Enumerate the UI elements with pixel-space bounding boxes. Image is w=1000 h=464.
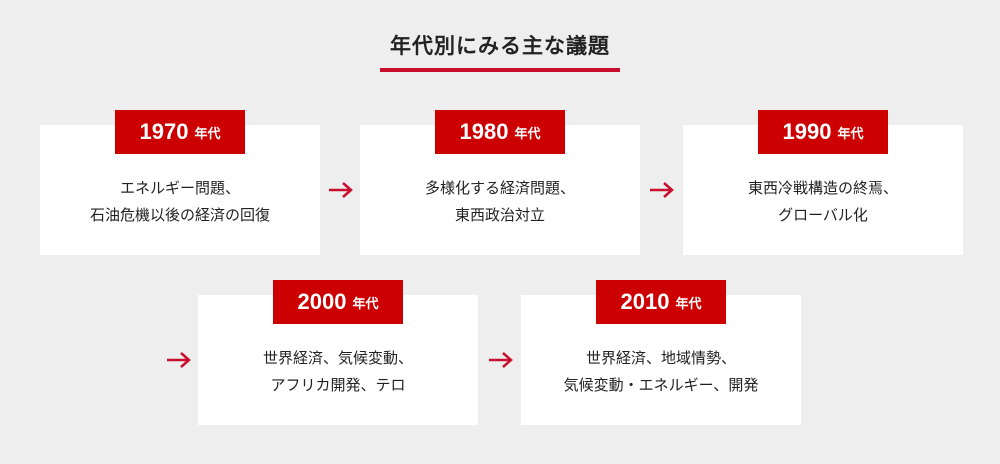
description-line-1: 世界経済、地域情勢、: [585, 349, 736, 367]
description-line-1: エネルギー問題、: [119, 179, 240, 197]
decade-year: 2000: [297, 289, 347, 314]
description-line-1: 世界経済、気候変動、: [262, 349, 413, 367]
arrow-right-icon: [650, 182, 674, 198]
decade-label-1990: 1990 年代: [758, 110, 888, 154]
decade-label-1980: 1980 年代: [435, 110, 565, 154]
description-line-1: 多様化する経済問題、: [424, 179, 575, 197]
description-line-2: グローバル化: [778, 206, 868, 224]
description-line-2: 気候変動・エネルギー、開発: [563, 376, 759, 394]
arrow-right-icon: [167, 352, 191, 368]
decade-year: 2010: [620, 289, 670, 314]
page-title: 年代別にみる主な議題: [390, 34, 610, 58]
decade-card-1980: 多様化する経済問題、 東西政治対立: [360, 125, 640, 255]
description-line-2: 石油危機以後の経済の回復: [89, 206, 270, 224]
decade-description: 世界経済、地域情勢、 気候変動・エネルギー、開発: [521, 345, 801, 399]
decade-description: 多様化する経済問題、 東西政治対立: [360, 175, 640, 229]
decade-suffix: 年代: [194, 126, 221, 142]
decade-suffix: 年代: [514, 126, 541, 142]
description-line-2: 東西政治対立: [454, 206, 545, 224]
decade-description: エネルギー問題、 石油危機以後の経済の回復: [40, 175, 320, 229]
decade-label-1970: 1970 年代: [115, 110, 245, 154]
decade-year: 1970: [139, 119, 189, 144]
description-line-2: アフリカ開発、テロ: [270, 376, 406, 394]
decade-label-2010: 2010 年代: [596, 280, 726, 324]
decade-suffix: 年代: [352, 296, 379, 312]
title-underline: [380, 68, 620, 72]
decade-description: 世界経済、気候変動、 アフリカ開発、テロ: [198, 345, 478, 399]
decade-year: 1980: [459, 119, 509, 144]
arrow-right-icon: [489, 352, 513, 368]
decade-suffix: 年代: [837, 126, 864, 142]
decade-year: 1990: [782, 119, 832, 144]
decade-description: 東西冷戦構造の終焉、 グローバル化: [683, 175, 963, 229]
decade-suffix: 年代: [675, 296, 702, 312]
decade-label-2000: 2000 年代: [273, 280, 403, 324]
description-line-1: 東西冷戦構造の終焉、: [747, 179, 898, 197]
arrow-right-icon: [329, 182, 353, 198]
